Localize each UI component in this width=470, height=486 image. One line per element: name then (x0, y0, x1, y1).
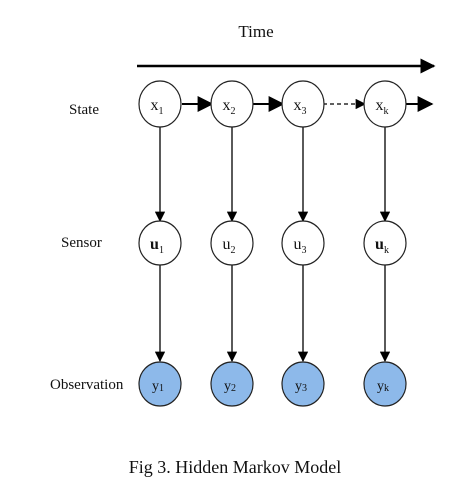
svg-text:u2: u2 (223, 236, 236, 256)
state-node-k: xk (363, 80, 407, 128)
svg-text:x2: x2 (223, 97, 236, 117)
svg-text:x1: x1 (151, 97, 164, 117)
svg-text:xk: xk (376, 97, 389, 117)
svg-text:y3: y3 (295, 379, 307, 394)
observation-node-1: y1 (138, 361, 182, 407)
svg-text:yk: yk (377, 379, 389, 394)
observation-node-k: yk (363, 361, 407, 407)
row-label-state: State (69, 102, 99, 118)
svg-text:uk: uk (375, 236, 389, 256)
svg-text:x3: x3 (294, 97, 307, 117)
state-node-1: x1 (138, 80, 182, 128)
observation-node-2: y2 (210, 361, 254, 407)
sensor-node-k: uk (363, 220, 407, 266)
state-node-2: x2 (210, 80, 254, 128)
observation-node-3: y3 (281, 361, 325, 407)
time-label: Time (238, 22, 273, 41)
sensor-node-2: u2 (210, 220, 254, 266)
svg-text:u3: u3 (294, 236, 307, 256)
svg-text:y2: y2 (224, 379, 236, 394)
figure-caption: Fig 3. Hidden Markov Model (128, 457, 342, 477)
row-label-sensor: Sensor (61, 235, 102, 251)
sensor-node-1: u1 (138, 220, 182, 266)
state-node-3: x3 (281, 80, 325, 128)
svg-text:y1: y1 (152, 379, 164, 394)
sensor-node-3: u3 (281, 220, 325, 266)
row-label-observation: Observation (50, 377, 124, 393)
svg-text:u1: u1 (150, 236, 164, 256)
